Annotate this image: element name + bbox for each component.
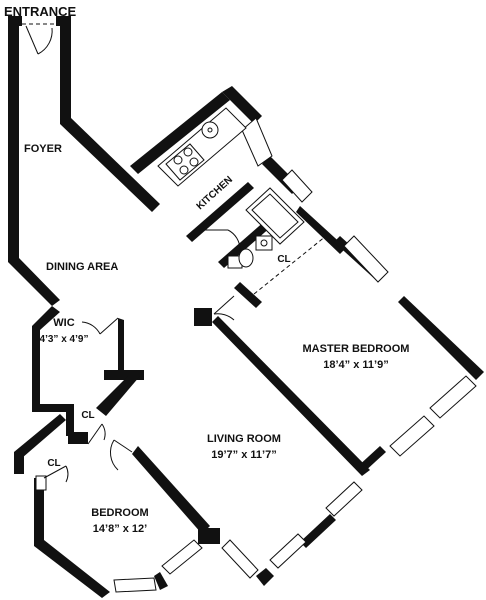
wall-bedroom-bottom [154,572,168,590]
bathtub [245,187,305,245]
bath-closet-label: CL [277,254,290,265]
entrance-door-leaf [25,25,39,55]
bedroom-door-swing [110,439,119,471]
closet-upper-door-leaf [87,423,103,445]
closet-door-leaf [213,295,235,315]
dining-label: DINING AREA [46,261,118,273]
closet-upper-door-swing [101,423,106,441]
wall-foyer-left [8,16,60,306]
window-bedroom-1 [161,539,203,575]
wic-label: WIC [53,317,74,329]
foyer-label: FOYER [24,143,62,155]
master-closet-slider [253,235,327,295]
window-master-2 [429,375,477,419]
entrance-door-swing [37,27,53,55]
wall-kitchen-top [222,86,262,124]
wall-living-bottom [256,568,274,586]
wall-bedroom-stub [198,528,220,544]
wall-living-corner [300,514,336,548]
wall-bath-right [296,206,346,254]
bedroom-door-leaf [113,439,133,453]
bath-door-swing [227,229,241,251]
entrance-label: ENTRANCE [4,4,77,19]
window-kitchen [241,117,273,167]
living-room-dims: 19’7” x 11’7” [211,449,276,461]
wall-kitchen-lower [186,182,254,242]
wall-closet-divider [96,376,140,416]
fixtures [157,107,305,269]
wall-wic-right [118,318,124,378]
wall-closet-lower-left [14,452,24,474]
wall-kitchen-left [130,92,230,174]
vanity [255,235,273,251]
wall-partition-stub [194,308,212,326]
bedroom-closet-upper-label: CL [81,410,94,421]
wall-closet-bottom [234,282,262,308]
doors [22,23,327,483]
walls [8,16,484,598]
wall-master-partition [212,316,370,476]
toilet [227,248,254,269]
wall-bedroom-left [14,414,66,470]
window-living-1 [325,481,363,517]
bedroom-dims: 14’8” x 12’ [93,523,147,535]
bedroom-label: BEDROOM [91,507,148,519]
window-master-1 [343,235,389,283]
wall-wic-divider [104,370,144,380]
wall-foyer-right [60,16,160,212]
wall-master-right [398,296,484,380]
wic-dims: 4’3” x 4’9” [40,334,89,345]
closet-door-swing [213,313,235,321]
wall-bedroom-outer [34,478,110,598]
wall-wic-left [32,306,60,408]
closet-lower-door-leaf [43,465,67,479]
wall-entrance-right [56,16,71,26]
window-bedroom-2 [113,577,157,593]
window-master-3 [389,415,435,457]
bedroom-closet-lower-label: CL [47,458,60,469]
master-bedroom-dims: 18’4” x 11’9” [323,359,388,371]
master-bedroom-label: MASTER BEDROOM [303,343,410,355]
window-living-3 [221,539,259,579]
wall-entrance-left [8,16,22,26]
wall-wic-bottom [32,404,66,412]
closet-lower-door-swing [65,465,69,483]
window-bath [281,169,313,203]
wall-closet-stub [68,432,88,444]
wall-closet-upper [66,404,74,436]
window-living-2 [269,533,307,569]
living-room-label: LIVING ROOM [207,433,281,445]
kitchen-range [165,143,205,181]
wall-bedroom-top [132,446,210,534]
window-bedroom-3 [35,475,47,491]
wic-door-leaf [99,317,119,335]
wic-door-swing [81,321,101,335]
windows [35,117,477,593]
kitchen-sink [201,121,219,139]
